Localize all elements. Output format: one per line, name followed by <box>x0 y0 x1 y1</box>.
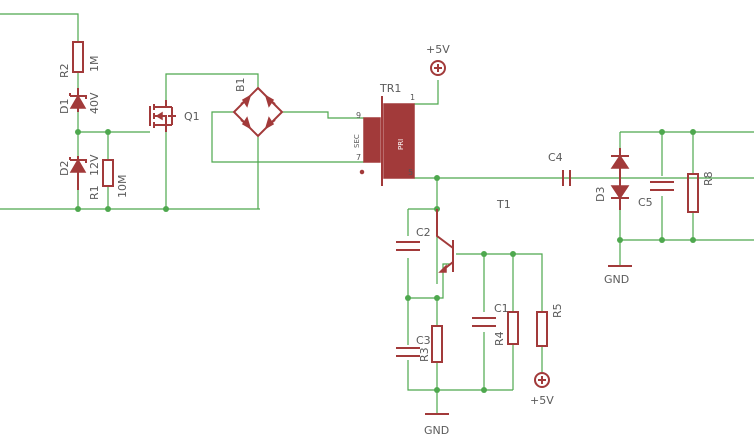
capacitor-c4 <box>562 170 571 186</box>
label-d2: D2 <box>58 161 71 176</box>
supply-5v-top <box>430 60 446 76</box>
bridge-rectifier-b1 <box>232 86 284 138</box>
label-tr1: TR1 <box>379 82 401 95</box>
label-supply-bottom: +5V <box>530 394 554 407</box>
label-supply-top: +5V <box>426 43 450 56</box>
resistor-r4 <box>507 311 519 345</box>
label-r3: R3 <box>418 347 431 362</box>
label-r2-value: 1M <box>88 56 101 73</box>
label-pin-9: 9 <box>356 111 361 120</box>
resistor-r1 <box>102 159 114 187</box>
label-r8: R8 <box>702 171 715 186</box>
resistor-r2 <box>72 41 84 73</box>
label-b1: B1 <box>234 77 247 92</box>
labels: R2 1M D1 40V D2 12V R1 10M Q1 B1 TR1 SEC… <box>58 43 715 437</box>
label-q1: Q1 <box>184 110 200 123</box>
resistor-r5 <box>536 311 548 347</box>
capacitor-c1 <box>472 317 496 327</box>
capacitor-c2 <box>396 241 420 251</box>
label-r1-value: 10M <box>116 175 129 199</box>
label-pri: PRI <box>397 139 405 150</box>
junctions <box>75 129 696 393</box>
mosfet-q1 <box>149 100 176 132</box>
label-r2: R2 <box>58 63 71 78</box>
label-c3: C3 <box>416 334 431 347</box>
label-d3: D3 <box>594 187 607 202</box>
resistor-r3 <box>431 325 443 363</box>
transistor-t1 <box>436 209 454 273</box>
label-gnd-right: GND <box>604 273 629 286</box>
diode-d3 <box>610 148 630 210</box>
resistor-r8 <box>687 173 699 213</box>
label-d1: D1 <box>58 99 71 114</box>
label-pin-1: 1 <box>410 93 415 102</box>
label-d2-value: 12V <box>88 154 101 176</box>
wires <box>0 13 754 414</box>
zener-diode-d2 <box>69 156 87 190</box>
label-r5: R5 <box>551 303 564 318</box>
capacitor-c3 <box>396 347 420 357</box>
label-gnd-bottom: GND <box>424 424 449 437</box>
transformer-tr1 <box>359 96 415 186</box>
capacitor-c5 <box>650 181 674 191</box>
label-c4: C4 <box>548 151 563 164</box>
label-r1: R1 <box>88 185 101 200</box>
label-r4: R4 <box>493 331 506 346</box>
label-t1: T1 <box>496 198 511 211</box>
label-d1-value: 40V <box>88 92 101 114</box>
label-sec: SEC <box>353 134 361 148</box>
label-pin-7: 7 <box>356 153 361 162</box>
label-c1: C1 <box>494 302 509 315</box>
label-c5: C5 <box>638 196 653 209</box>
zener-diode-d1 <box>69 88 87 112</box>
label-pin-5: 5 <box>408 168 413 177</box>
supply-5v-bottom <box>534 372 550 388</box>
label-c2: C2 <box>416 226 431 239</box>
